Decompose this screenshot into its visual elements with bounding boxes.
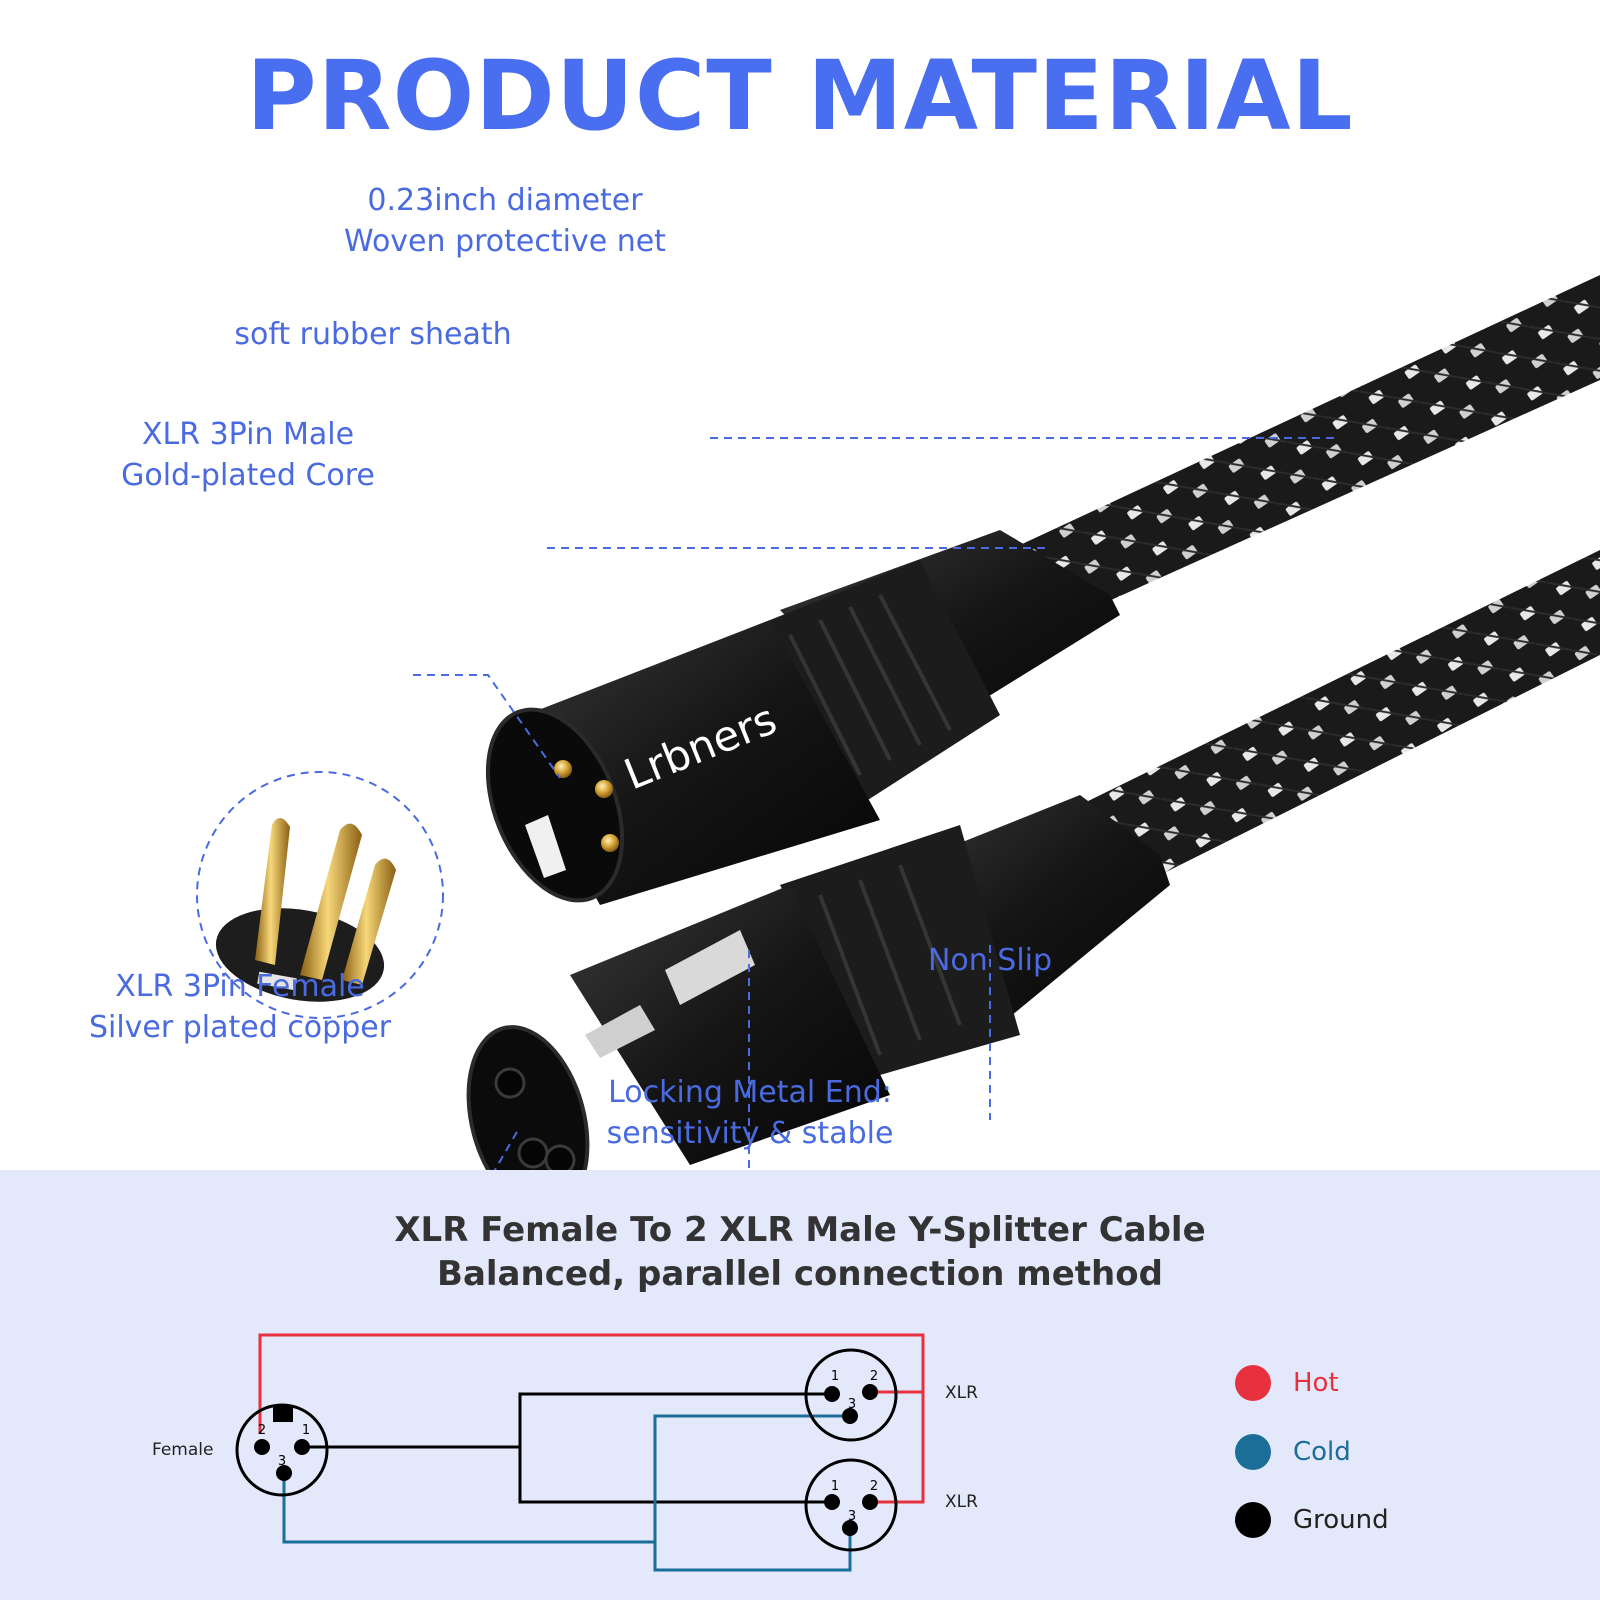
- male-top-pin-3: [842, 1408, 858, 1424]
- callout-woven-net: 0.23inch diameter Woven protective net: [340, 180, 670, 262]
- callout-woven-net-line1: 0.23inch diameter: [367, 183, 643, 218]
- female-pin-label-1: 1: [302, 1423, 310, 1438]
- callout-male-pin-line1: XLR 3Pin Male: [141, 417, 355, 452]
- braided-cable-upper: [1020, 275, 1600, 605]
- callout-non-slip: Non Slip: [927, 943, 1053, 978]
- callout-locking-end: Locking Metal End: sensitivity & stable: [595, 1072, 905, 1154]
- callout-leader-lines: [393, 437, 1340, 1263]
- callout-rubber-sheath: soft rubber sheath: [234, 317, 512, 352]
- female-pin-2: [254, 1439, 270, 1455]
- male-top-pin-2: [862, 1384, 878, 1400]
- legend-label-hot: Hot: [1293, 1368, 1339, 1398]
- callout-female-pin-line1: XLR 3Pin Female: [115, 969, 365, 1004]
- male-top-pin-label-2: 2: [870, 1369, 878, 1384]
- hot-dot-icon: [1235, 1365, 1271, 1401]
- callout-female-pin: XLR 3Pin Female Silver plated copper: [85, 966, 395, 1048]
- xlr-male-connector: [485, 530, 1120, 905]
- legend-item-cold: Cold: [1235, 1432, 1351, 1472]
- callout-male-pin: XLR 3Pin Male Gold-plated Core: [108, 414, 388, 496]
- callout-woven-net-line2: Woven protective net: [344, 224, 666, 259]
- page-title: PRODUCT MATERIAL: [246, 40, 1354, 152]
- xlr-top-label: XLR: [945, 1383, 978, 1403]
- male-top-pin-1: [824, 1386, 840, 1402]
- male-bottom-pin-1: [824, 1494, 840, 1510]
- legend-item-ground: Ground: [1235, 1500, 1389, 1540]
- male-bottom-pin-2: [862, 1494, 878, 1510]
- legend-label-cold: Cold: [1293, 1437, 1351, 1467]
- ground-wire: [302, 1392, 832, 1449]
- callout-locking-end-line2: sensitivity & stable: [606, 1116, 894, 1151]
- male-bottom-pin-label-2: 2: [870, 1479, 878, 1494]
- ground-dot-icon: [1235, 1502, 1271, 1538]
- callout-female-pin-line2: Silver plated copper: [88, 1010, 392, 1045]
- male-bottom-pin-3: [842, 1520, 858, 1536]
- ground-wire-bottom: [518, 1447, 832, 1504]
- legend-item-hot: Hot: [1235, 1363, 1339, 1403]
- braided-cable-lower: [1080, 550, 1600, 875]
- male-bottom-pin-label-3: 3: [848, 1509, 856, 1524]
- wiring-heading: XLR Female To 2 XLR Male Y-Splitter Cabl…: [394, 1210, 1206, 1250]
- xlr-bottom-label: XLR: [945, 1492, 978, 1512]
- female-key-notch: [273, 1406, 293, 1422]
- legend-label-ground: Ground: [1293, 1505, 1389, 1535]
- female-connector-diagram: [235, 1403, 329, 1497]
- female-pin-label-2: 2: [258, 1423, 266, 1438]
- male-top-pin-label-3: 3: [848, 1397, 856, 1412]
- xlr-female-connector: [466, 795, 1170, 1215]
- wiring-diagram: 2 1 3 1 2 3 1 2 3: [235, 1333, 925, 1572]
- male-connector-top-diagram: [804, 1348, 898, 1442]
- hot-wire: [258, 1333, 925, 1504]
- cold-dot-icon: [1235, 1434, 1271, 1470]
- female-pin-1: [294, 1439, 310, 1455]
- wiring-panel: XLR Female To 2 XLR Male Y-Splitter Cabl…: [0, 1170, 1600, 1600]
- cold-wire: [282, 1476, 852, 1572]
- gold-pin-detail: [196, 771, 444, 1019]
- wiring-subheading: Balanced, parallel connection method: [437, 1254, 1163, 1294]
- female-pin-3: [276, 1465, 292, 1481]
- female-pin-label-3: 3: [278, 1454, 286, 1469]
- male-bottom-pin-label-1: 1: [831, 1479, 839, 1494]
- male-top-pin-label-1: 1: [831, 1369, 839, 1384]
- male-connector-bottom-diagram: [804, 1458, 898, 1552]
- cold-wire-top-branch: [653, 1414, 850, 1542]
- callout-male-pin-line2: Gold-plated Core: [121, 458, 375, 493]
- female-label: Female: [152, 1440, 214, 1460]
- callout-locking-end-line1: Locking Metal End:: [608, 1075, 892, 1110]
